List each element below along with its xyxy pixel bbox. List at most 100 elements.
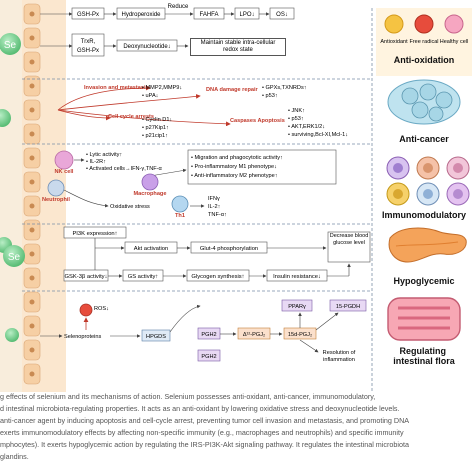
cell-membrane <box>0 0 66 392</box>
p21-label: • p21cip1↑ <box>142 133 168 139</box>
invasion-label: Invasion and metastasis <box>84 85 149 91</box>
upa-label: • uPA↓ <box>142 93 159 99</box>
dna-label: DNA damage repair <box>206 87 259 93</box>
nk-cell-icon <box>54 150 74 170</box>
jnk-label: • JNK↑ <box>288 108 305 114</box>
insulin-label: Insulin resistance↓ <box>273 274 321 280</box>
se-sphere <box>3 245 25 267</box>
fahfa-label: FAHFA <box>199 12 218 18</box>
th1-icon <box>171 195 189 213</box>
healthy-cell-icon <box>444 14 464 34</box>
lytic-label: • Lytic activity↑ <box>86 152 122 158</box>
title-anti-oxidation: Anti-oxidation <box>394 55 455 65</box>
pgj2-label: Δ¹²-PGJ₂ <box>243 332 265 338</box>
macrophage-label: Macrophage <box>134 191 167 197</box>
immune-cells-illustration: Immunomodulatory <box>382 156 470 220</box>
legend-antioxidant: Antioxidant <box>380 39 408 45</box>
gsh-px-label: GSH-Px <box>77 12 99 18</box>
membrane-cell-nucleus <box>29 371 35 377</box>
free-radical-icon <box>414 14 434 34</box>
gsk-label: GSK-3β activity↓ <box>65 274 108 280</box>
nk-label: NK cell <box>55 169 74 175</box>
akt-label: • AKT,ERK1/2↓ <box>288 124 325 130</box>
se-sphere <box>0 33 21 55</box>
section-hypoglycemic: PI3K expression↑ Akt activation Glut-4 p… <box>63 226 371 282</box>
deoxynucleotide-label: Deoxynucleotide↓ <box>123 44 170 50</box>
gpx-label: • GPXs,TXNRDs↑ <box>262 85 307 91</box>
membrane-cell-nucleus <box>29 107 35 113</box>
p27-label: • p27Kip1↑ <box>142 125 169 131</box>
pgh2-label: PGH2 <box>201 332 216 338</box>
reduce-label: Reduce <box>168 4 189 10</box>
resolution-label: Resolution of inflammation <box>322 350 356 363</box>
os-label: OS↓ <box>276 12 288 18</box>
section-intestinal-flora: ROS↓ Selenoproteins HPGDS PGH2 PGH2 Δ¹²-… <box>40 299 367 364</box>
legend-healthy-cell: Healthy cell <box>440 39 468 45</box>
lpo-label: LPO↓ <box>239 12 254 18</box>
ros-label: ROS↓ <box>94 306 109 312</box>
caption-line: mphocytes). It exerts hypoglycemic actio… <box>0 440 409 449</box>
selenoproteins-label: Selenoproteins <box>64 334 102 340</box>
dpgj2-label: 15d-PGJ₂ <box>288 332 312 338</box>
caption-line: g effects of selenium and its mechanisms… <box>0 392 376 401</box>
caption-line: d intestinal microbiota-regulating prope… <box>0 404 400 413</box>
title-hypoglycemic: Hypoglycemic <box>393 276 454 286</box>
cell-cycle-label: Cell cycle arrests <box>108 114 154 120</box>
il2-label: IL-2↑ <box>208 204 221 210</box>
pancreas-illustration: Hypoglycemic <box>388 227 467 286</box>
oxidative-label: Oxidative stress <box>110 204 150 210</box>
title-immunomodulatory: Immunomodulatory <box>382 210 466 220</box>
title-regulating-flora: Regulating intestinal flora <box>393 346 456 366</box>
pgh2b-label: PGH2 <box>201 354 216 360</box>
se-label: Se <box>4 40 17 51</box>
selenium-spheres: Se Se <box>0 33 25 342</box>
gsh-px2-label: GSH-Px <box>77 48 99 54</box>
se-label: Se <box>8 252 21 263</box>
migration-label: • Migration and phagocytotic activity↑ <box>191 155 283 161</box>
glycogen-label: Glycogen synthesis↑ <box>191 274 244 280</box>
redox-label: Maintain stable intra-cellular redox sta… <box>200 40 276 53</box>
anti-label: • Anti-inflammatory M2 phenotype↑ <box>191 173 278 179</box>
glut4-label: Glut-4 phosphorylation <box>200 246 258 252</box>
ros-icon <box>79 303 93 317</box>
surv-label: • surviving,Bcl-XI,Mcl-1↓ <box>288 132 348 138</box>
caspases-label: Caspases Apoptosis <box>230 118 285 124</box>
ppar-label: PPARγ <box>288 304 306 310</box>
cyclin-label: • Cyclin D1↓ <box>142 117 172 123</box>
hydroperoxide-label: Hydroperoxide <box>121 12 161 18</box>
membrane-cell-nucleus <box>29 347 35 353</box>
membrane-cell-nucleus <box>29 83 35 89</box>
intestine-illustration: Regulating intestinal flora <box>387 297 461 366</box>
section-separators <box>22 8 373 392</box>
resolution-box: Resolution of inflammation <box>312 350 366 364</box>
pgdh-label: 15-PGDH <box>336 304 360 310</box>
macrophage-icon <box>141 173 159 191</box>
membrane-cell-nucleus <box>29 179 35 185</box>
activated-label: • Activated cells→IFN-γ,TNF-α <box>86 166 163 172</box>
membrane-cell-nucleus <box>29 323 35 329</box>
membrane-cell-nucleus <box>29 11 35 17</box>
gs-label: GS activity↑ <box>128 274 159 280</box>
neutrophil-label: Neutrophil <box>42 197 70 203</box>
pro-label: • Pro-inflammatory M1 phenotype↓ <box>191 164 277 170</box>
title-anti-cancer: Anti-cancer <box>399 134 449 144</box>
membrane-cell-nucleus <box>29 131 35 137</box>
il2r-label: • IL-2R↑ <box>86 159 106 165</box>
p53-label: • p53↑ <box>262 93 278 99</box>
pi3k-label: PI3K expression↑ <box>72 231 117 237</box>
mmp-label: • MMP2,MMP9↓ <box>142 85 182 91</box>
se-sphere <box>5 328 19 342</box>
membrane-cell-nucleus <box>29 227 35 233</box>
decrease-glucose-box: Decrease blood glucose level <box>328 233 370 247</box>
caption-line: exerts immunomodulatory effects by affec… <box>0 428 404 437</box>
membrane-cell-nucleus <box>29 275 35 281</box>
akt-activation-label: Akt activation <box>134 246 168 252</box>
p53b-label: • p53↑ <box>288 116 304 122</box>
legend: Antioxidant Free radical Healthy cell An… <box>380 14 468 65</box>
membrane-cell-nucleus <box>29 299 35 305</box>
caption-line: anti-cancer agent by inducing apoptosis … <box>0 416 410 425</box>
cancer-cells-illustration: Anti-cancer <box>387 79 461 144</box>
se-sphere <box>0 109 11 127</box>
th1-label: Th1 <box>175 213 185 219</box>
